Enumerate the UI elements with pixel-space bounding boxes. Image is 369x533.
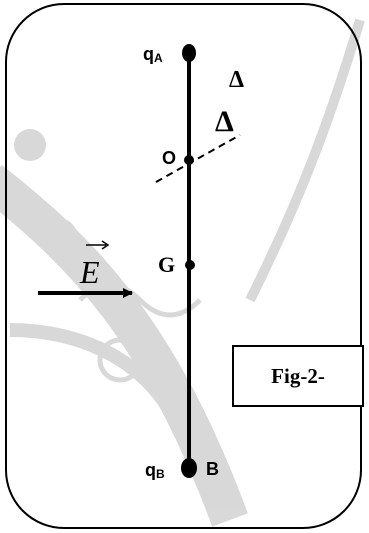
label-o: O: [162, 148, 176, 168]
figure-caption: Fig-2-: [271, 363, 325, 388]
diagram-frame: [5, 3, 362, 529]
point-g: [185, 260, 195, 270]
label-b: B: [206, 459, 219, 479]
point-o: [184, 155, 194, 165]
background-watermark: [0, 18, 365, 527]
vector-arrow-over-e: [86, 240, 110, 250]
label-delta-axis: Δ: [215, 105, 234, 138]
label-delta-top: Δ: [229, 67, 244, 93]
label-qb: qB: [145, 460, 165, 481]
figure-caption-box: Fig-2-: [232, 345, 364, 407]
charge-b-dot: [181, 458, 197, 478]
charge-a-dot: [182, 44, 196, 62]
label-qa: qA: [143, 44, 163, 65]
label-g: G: [158, 252, 175, 277]
label-e: E: [79, 254, 100, 290]
axis-delta-dashed: [155, 134, 241, 183]
